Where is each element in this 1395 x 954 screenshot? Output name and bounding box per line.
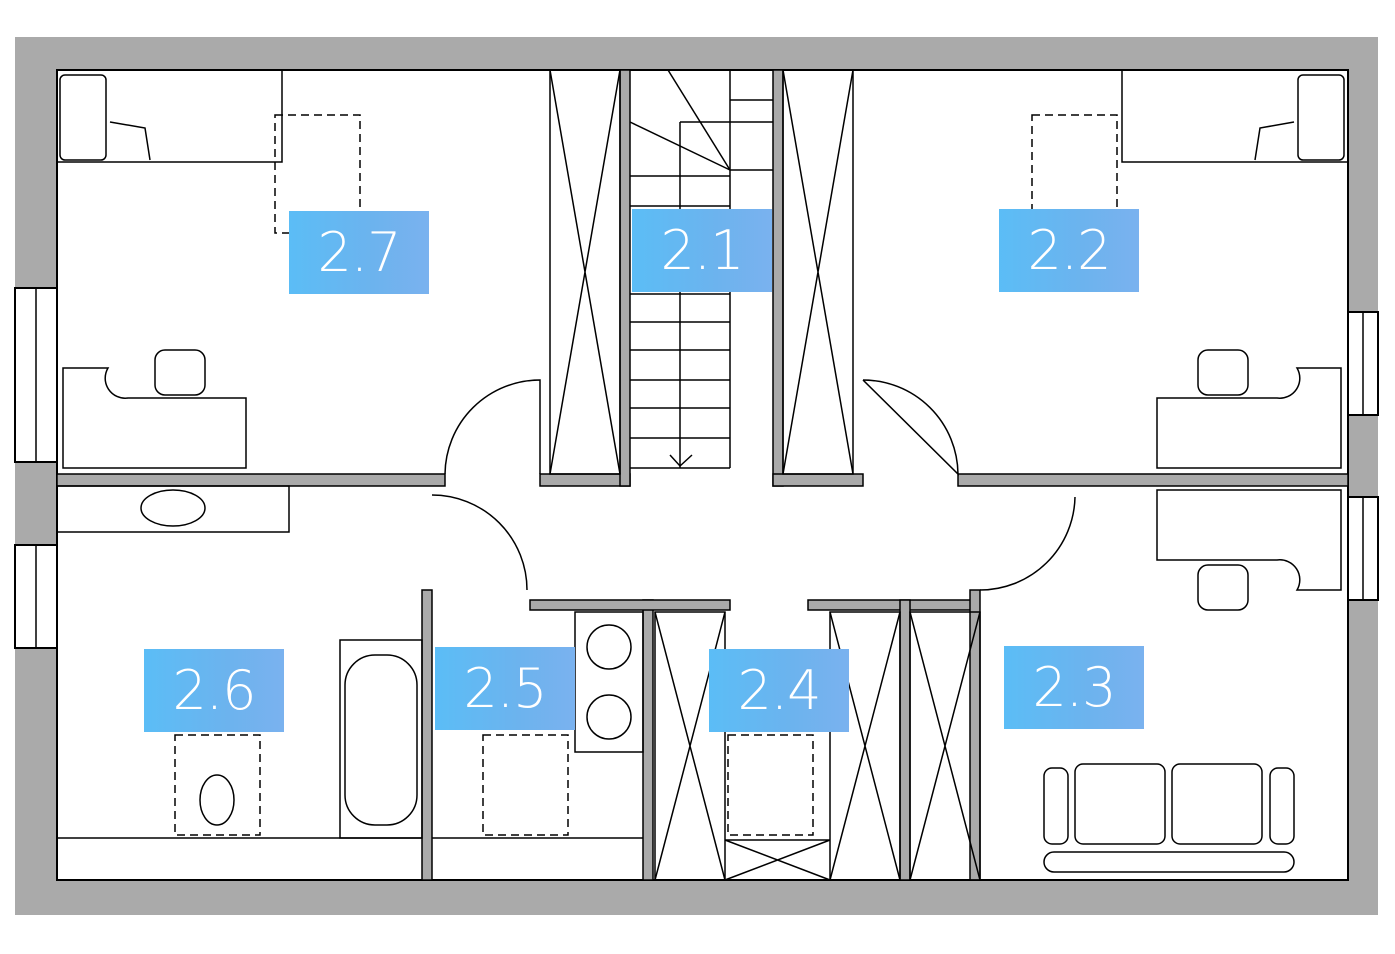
room-label-2-5: 2.5 — [435, 647, 575, 730]
windows — [14, 287, 1379, 649]
dashed-areas — [174, 114, 1118, 836]
beds — [56, 69, 1349, 163]
room-label-2-6: 2.6 — [144, 649, 284, 732]
staircase — [629, 69, 773, 469]
desks — [62, 349, 1342, 611]
interior-walls — [56, 69, 1349, 881]
room-label-2-3: 2.3 — [1004, 646, 1144, 729]
bathroom-fixtures — [56, 485, 644, 839]
room-label-2-4: 2.4 — [709, 649, 849, 732]
room-label-2-2: 2.2 — [999, 209, 1139, 292]
doors — [431, 379, 1076, 591]
room-label-2-1: 2.1 — [632, 209, 772, 292]
sofa — [1043, 763, 1295, 873]
room-label-2-7: 2.7 — [289, 211, 429, 294]
wardrobes — [549, 69, 981, 881]
